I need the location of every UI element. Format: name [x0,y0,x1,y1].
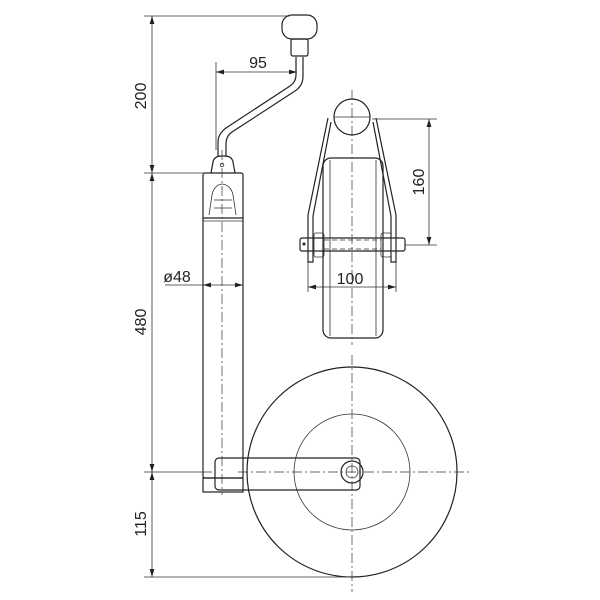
tube [202,150,244,495]
dimension-lines [144,15,437,578]
dim-crank-offset: 95 [249,55,267,72]
dim-fork-height: 160 [411,169,428,196]
crank-handle [210,14,318,174]
dim-wheel-offset: 115 [133,511,150,537]
wheel-front-view [299,90,406,345]
wheel-side-view [214,355,470,592]
dim-crank-height: 200 [133,83,150,110]
dim-wheel-width: 100 [337,271,364,288]
dim-tube-length: 480 [133,309,150,336]
dim-tube-diameter: ø48 [163,269,191,286]
